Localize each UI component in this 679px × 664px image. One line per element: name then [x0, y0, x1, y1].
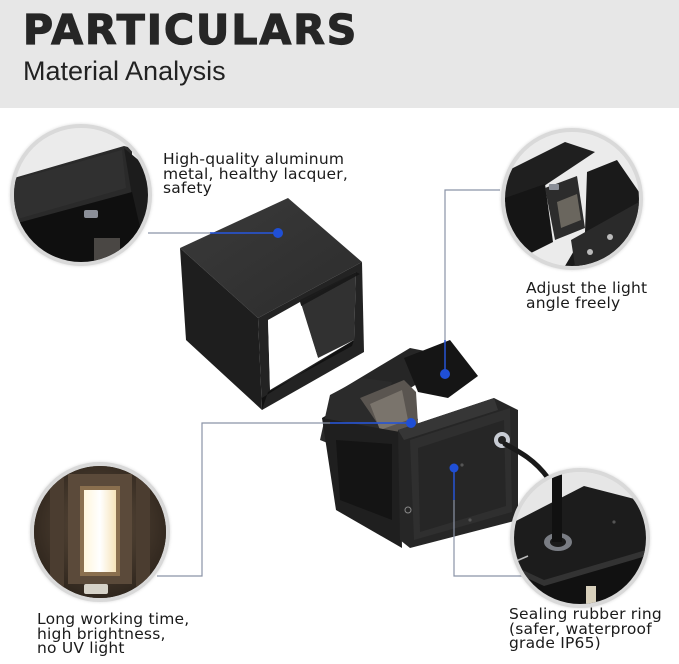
caption-brightness: Long working time, high brightness, no U…: [37, 610, 190, 657]
accent-dot: [449, 463, 459, 473]
detail-circle-angle: [501, 128, 643, 270]
page-subtitle: Material Analysis: [23, 56, 226, 86]
accent-dot: [273, 228, 283, 238]
connector-lines: [148, 189, 533, 577]
flap-closeup-icon: [505, 132, 639, 266]
caption-angle: Adjust the light angle freely: [526, 279, 648, 312]
rubber-ring-closeup-icon: [514, 472, 646, 604]
accent-dot: [440, 369, 450, 379]
cube-shade: [180, 198, 364, 410]
header-banner: PARTICULARS Material Analysis: [0, 0, 679, 108]
caption-sealing: Sealing rubber ring (safer, waterproof g…: [509, 605, 662, 652]
accent-dot: [406, 418, 416, 428]
page-title: PARTICULARS: [22, 6, 359, 54]
detail-circle-brightness: [30, 462, 170, 602]
detail-circle-aluminum: [10, 124, 152, 266]
detail-circle-sealing: [510, 468, 650, 608]
lamp-body: [320, 340, 551, 548]
shade-corner-closeup-icon: [14, 128, 148, 262]
led-light-closeup-icon: [34, 466, 166, 598]
caption-aluminum: High-quality aluminum metal, healthy lac…: [163, 150, 348, 197]
